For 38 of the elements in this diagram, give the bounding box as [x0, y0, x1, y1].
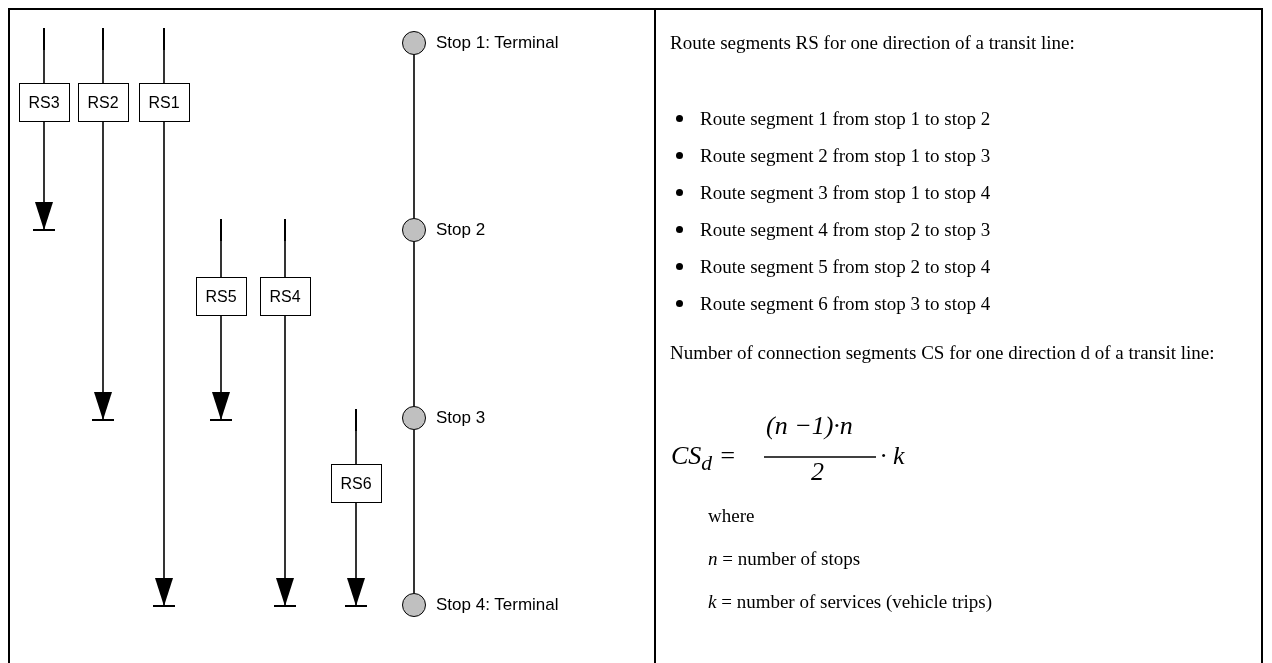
definition-text: n = number of stops: [708, 547, 861, 571]
segment-arrow: [209, 315, 233, 421]
route-line: [413, 54, 415, 219]
list-item: Route segment 5 from stop 2 to stop 4: [700, 255, 991, 279]
definition-text: k = number of services (vehicle trips): [708, 590, 992, 614]
description-text: Number of connection segments CS for one direction d of a transit line:: [670, 341, 1216, 365]
segment-label-box: RS1: [138, 83, 190, 122]
segment-arrow: [152, 121, 176, 607]
segment-label-box: RS3: [18, 83, 70, 122]
stop-name: Stop 3: [436, 408, 486, 428]
stop-name: Stop 4: Terminal: [436, 595, 559, 615]
segment-arrow: [32, 121, 56, 231]
segment-label-box: RS4: [259, 277, 311, 316]
list-item: Route segment 6 from stop 3 to stop 4: [700, 292, 991, 316]
list-item: Route segment 1 from stop 1 to stop 2: [700, 107, 991, 131]
formula-text: CS$_{d}$ =: [671, 441, 737, 478]
formula-numerator: (n −1)·n: [766, 411, 853, 441]
segment-label-box: RS6: [330, 464, 382, 503]
description-text: Route segments RS for one direction of a transit line:: [670, 31, 1076, 55]
route-line: [413, 429, 415, 594]
segment-arrow: [273, 315, 297, 607]
list-item: Route segment 4 from stop 2 to stop 3: [700, 218, 991, 242]
stop-name: Stop 2: [436, 220, 486, 240]
stop-circle: [402, 218, 426, 242]
stop-circle: [402, 406, 426, 430]
where-text: where: [708, 504, 755, 528]
segment-arrow: [91, 121, 115, 421]
stop-name: Stop 1: Terminal: [436, 33, 559, 53]
list-item: Route segment 3 from stop 1 to stop 4: [700, 181, 991, 205]
formula-text: · k: [880, 441, 905, 471]
segment-label-box: RS2: [77, 83, 129, 122]
formula-denominator: 2: [811, 457, 824, 487]
stop-circle: [402, 31, 426, 55]
route-line: [413, 241, 415, 407]
stop-circle: [402, 593, 426, 617]
list-item: Route segment 2 from stop 1 to stop 3: [700, 144, 991, 168]
segment-arrow: [344, 502, 368, 607]
segment-label-box: RS5: [195, 277, 247, 316]
